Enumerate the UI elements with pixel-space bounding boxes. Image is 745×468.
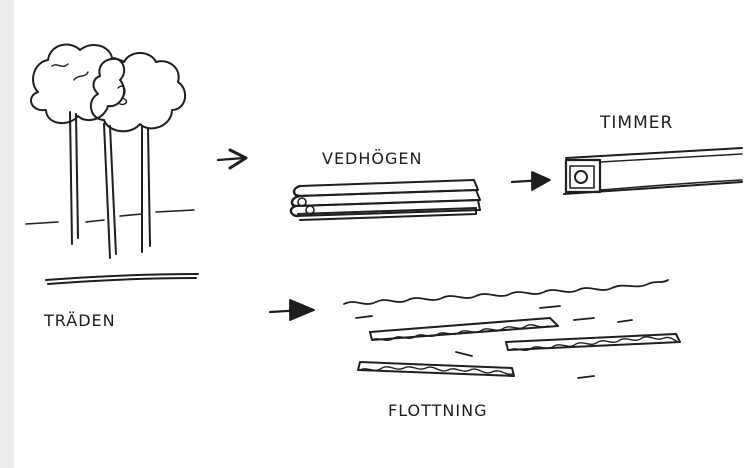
- floating-label: FLOTTNING: [388, 401, 487, 420]
- trees-label: TRÄDEN: [43, 311, 116, 330]
- paper-left-edge: [0, 0, 14, 468]
- woodpile-label: VEDHÖGEN: [322, 149, 422, 168]
- timber-label: TIMMER: [599, 113, 673, 133]
